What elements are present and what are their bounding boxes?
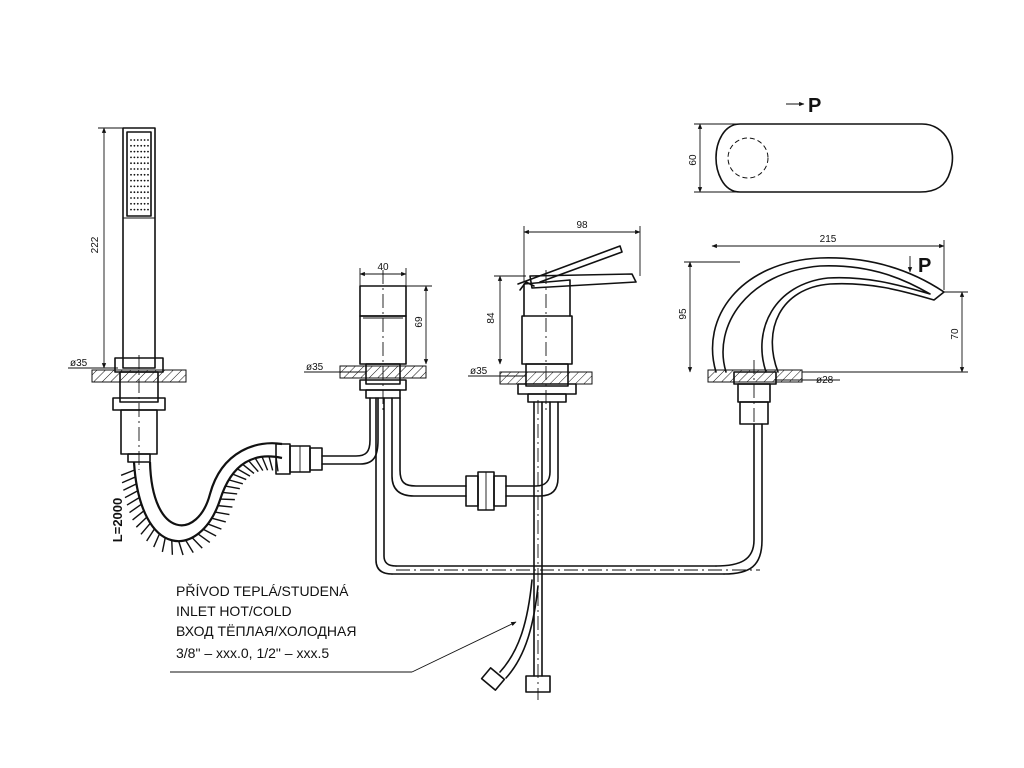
view-p-side-label: P <box>918 255 931 277</box>
dim-diverter-base-dia: ø35 <box>306 362 324 373</box>
dimension-spout-length: 215 <box>711 234 945 290</box>
view-p-top-label: P <box>808 95 821 117</box>
dim-69-label: 69 <box>414 316 425 328</box>
inlet-note: PŘÍVOD TEPLÁ/STUDENÁ INLET HOT/COLD ВХОД… <box>170 583 517 673</box>
dim-shower-base-dia: ø35 <box>70 358 88 369</box>
mixer-tap <box>499 245 637 410</box>
dim-70-label: 70 <box>950 328 961 340</box>
note-line-1: PŘÍVOD TEPLÁ/STUDENÁ <box>176 583 349 599</box>
bath-spout <box>707 257 945 430</box>
dim-215-label: 215 <box>820 234 837 245</box>
dimension-diverter-width: 40 <box>359 262 407 286</box>
dim-spout-base-dia: ø28 <box>816 375 834 386</box>
dim-98-label: 98 <box>576 220 588 231</box>
dim-40-label: 40 <box>377 262 389 273</box>
view-p-side: P <box>907 255 931 277</box>
note-line-2: INLET HOT/COLD <box>176 603 292 619</box>
dim-mixer-base-dia: ø35 <box>470 366 488 377</box>
inlet-piping <box>321 397 763 700</box>
note-line-4: 3/8" – xxx.0, 1/2" – xxx.5 <box>176 645 329 661</box>
shower-hose <box>120 442 323 556</box>
dimension-spout-top-width: 60 <box>688 123 740 193</box>
dim-84-label: 84 <box>486 312 497 324</box>
spout-top-view <box>715 123 954 193</box>
shower-head-nozzles <box>130 139 149 211</box>
dimension-mixer-width: 98 <box>523 220 641 282</box>
dimension-diverter-height: 69 <box>406 285 432 365</box>
view-p-top: P <box>786 95 821 117</box>
note-line-3: ВХОД ТЁПЛАЯ/ХОЛОДНАЯ <box>176 623 356 639</box>
diverter <box>339 270 427 410</box>
dim-60-label: 60 <box>688 154 699 166</box>
dimension-spout-height: 95 <box>678 261 740 373</box>
dim-95-label: 95 <box>678 308 689 320</box>
hand-shower <box>91 127 187 470</box>
hose-length-label: L=2000 <box>110 498 125 542</box>
dim-222-label: 222 <box>90 236 101 253</box>
dimension-shower-height: 222 <box>90 127 123 369</box>
dimension-spout-outlet-height: 70 <box>802 291 968 373</box>
dimension-mixer-height: 84 <box>486 275 526 365</box>
